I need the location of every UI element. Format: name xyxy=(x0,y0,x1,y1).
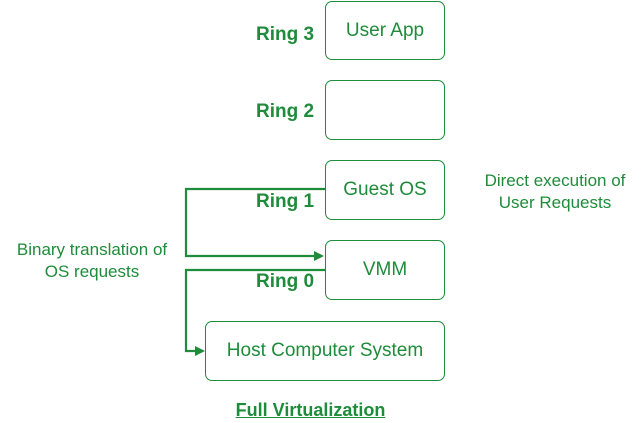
binary-translation-arrow xyxy=(184,187,325,261)
user-app-label: User App xyxy=(345,19,425,41)
ring-1-label: Ring 1 xyxy=(256,191,315,212)
direct-execution-note: Direct execution of User Requests xyxy=(470,170,640,214)
binary-translation-line1: Binary translation of xyxy=(16,240,168,259)
ring-0-label: Ring 0 xyxy=(256,271,315,292)
vmm-box: VMM xyxy=(325,240,445,300)
vmm-to-host-arrow xyxy=(184,268,325,356)
ring-3-label: Ring 3 xyxy=(256,24,315,45)
empty-ring2-box xyxy=(325,80,445,140)
guest-os-label: Guest OS xyxy=(343,179,427,200)
ring-2-label: Ring 2 xyxy=(256,101,315,122)
diagram-title: Full Virtualization xyxy=(235,400,386,420)
binary-translation-line2: OS requests xyxy=(44,262,140,281)
direct-execution-line2: User Requests xyxy=(498,193,612,212)
guest-os-box: Guest OS xyxy=(325,160,445,220)
host-computer-label: Host Computer System xyxy=(226,340,424,361)
binary-translation-note: Binary translation of OS requests xyxy=(2,239,182,283)
direct-execution-line1: Direct execution of xyxy=(484,171,626,190)
user-app-box: User App xyxy=(325,1,445,60)
host-computer-box: Host Computer System xyxy=(205,321,445,381)
vmm-label: VMM xyxy=(362,259,408,280)
